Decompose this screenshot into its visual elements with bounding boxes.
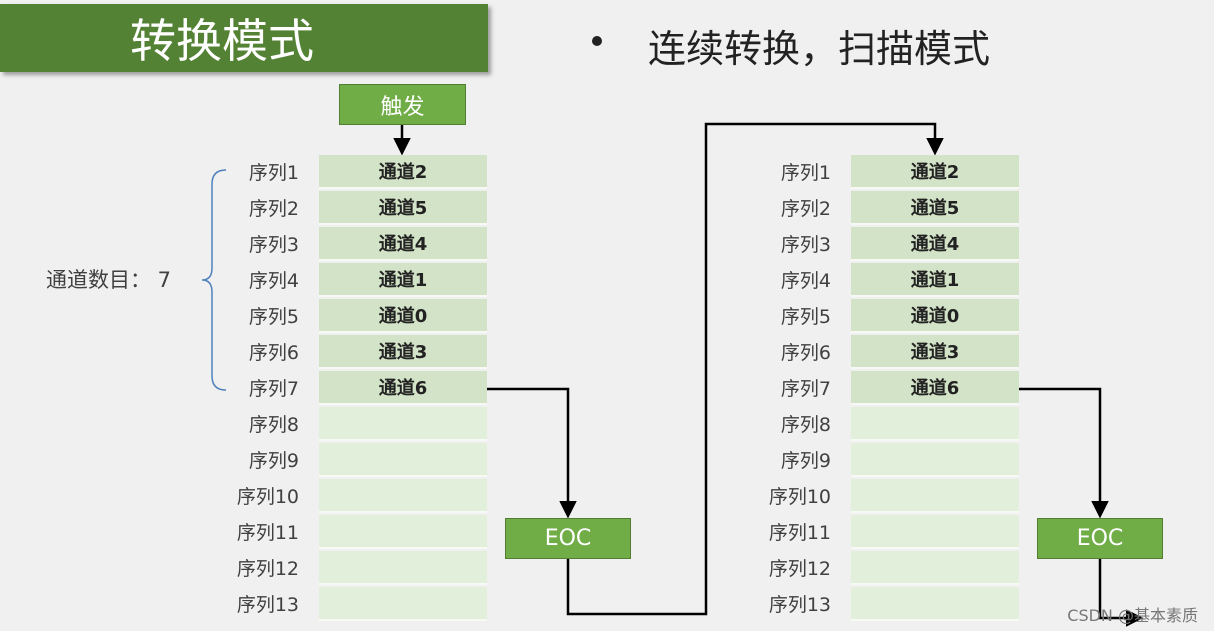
sequence-label-7-left: 序列7 — [248, 378, 299, 400]
channel-cell-9-right — [851, 443, 1019, 477]
sequence-label-5-right: 序列5 — [780, 306, 831, 328]
sequence-label-3-left: 序列3 — [248, 234, 299, 256]
sequence-label-6-left: 序列6 — [248, 342, 299, 364]
sequence-label-11-right: 序列11 — [768, 522, 831, 544]
sequence-label-10-left: 序列10 — [236, 486, 299, 508]
channel-cell-10-left — [319, 479, 487, 513]
brace — [201, 169, 227, 391]
channel-cell-6-left: 通道3 — [319, 335, 487, 369]
channel-cell-4-left: 通道1 — [319, 263, 487, 297]
channel-cell-11-right — [851, 515, 1019, 549]
channel-cell-8-left — [319, 407, 487, 441]
channel-cell-7-right: 通道6 — [851, 371, 1019, 405]
channel-cell-6-right: 通道3 — [851, 335, 1019, 369]
sequence-label-5-left: 序列5 — [248, 306, 299, 328]
sequence-label-9-right: 序列9 — [780, 450, 831, 472]
sequence-label-1-right: 序列1 — [780, 162, 831, 184]
arrow-to-eoc-1 — [487, 387, 577, 519]
sequence-label-3-right: 序列3 — [780, 234, 831, 256]
trigger-box: 触发 — [339, 84, 466, 125]
watermark: CSDN @基本素质 — [1067, 606, 1198, 625]
sequence-label-6-right: 序列6 — [780, 342, 831, 364]
sequence-label-2-left: 序列2 — [248, 198, 299, 220]
sequence-label-12-left: 序列12 — [236, 558, 299, 580]
sequence-label-8-left: 序列8 — [248, 414, 299, 436]
channel-count-label: 通道数目： 7 — [46, 268, 172, 292]
sequence-label-4-right: 序列4 — [780, 270, 831, 292]
channel-cell-12-left — [319, 551, 487, 585]
sequence-label-1-left: 序列1 — [248, 162, 299, 184]
channel-cell-3-right: 通道4 — [851, 227, 1019, 261]
channel-cell-1-right: 通道2 — [851, 155, 1019, 189]
eoc-box-1: EOC — [505, 518, 631, 559]
sequence-label-10-right: 序列10 — [768, 486, 831, 508]
loop-arrow — [566, 122, 944, 616]
channel-cell-9-left — [319, 443, 487, 477]
channel-cell-8-right — [851, 407, 1019, 441]
sequence-label-12-right: 序列12 — [768, 558, 831, 580]
slide-title: 转换模式 — [0, 4, 488, 72]
channel-cell-2-left: 通道5 — [319, 191, 487, 225]
continue-arrow — [1098, 559, 1144, 627]
sequence-label-9-left: 序列9 — [248, 450, 299, 472]
sequence-label-13-left: 序列13 — [236, 594, 299, 616]
channel-cell-11-left — [319, 515, 487, 549]
arrow-to-eoc-2 — [1019, 387, 1109, 519]
channel-cell-13-left — [319, 587, 487, 621]
sequence-label-11-left: 序列11 — [236, 522, 299, 544]
channel-cell-4-right: 通道1 — [851, 263, 1019, 297]
sequence-label-7-right: 序列7 — [780, 378, 831, 400]
eoc-box-2: EOC — [1037, 518, 1163, 559]
bullet-dot — [592, 36, 602, 46]
channel-cell-13-right — [851, 587, 1019, 621]
sequence-label-2-right: 序列2 — [780, 198, 831, 220]
channel-cell-5-left: 通道0 — [319, 299, 487, 333]
sequence-label-8-right: 序列8 — [780, 414, 831, 436]
channel-cell-7-left: 通道6 — [319, 371, 487, 405]
channel-cell-10-right — [851, 479, 1019, 513]
sequence-label-4-left: 序列4 — [248, 270, 299, 292]
channel-cell-1-left: 通道2 — [319, 155, 487, 189]
sequence-label-13-right: 序列13 — [768, 594, 831, 616]
channel-cell-2-right: 通道5 — [851, 191, 1019, 225]
channel-cell-3-left: 通道4 — [319, 227, 487, 261]
channel-cell-12-right — [851, 551, 1019, 585]
channel-cell-5-right: 通道0 — [851, 299, 1019, 333]
bullet-text: 连续转换，扫描模式 — [648, 27, 991, 71]
